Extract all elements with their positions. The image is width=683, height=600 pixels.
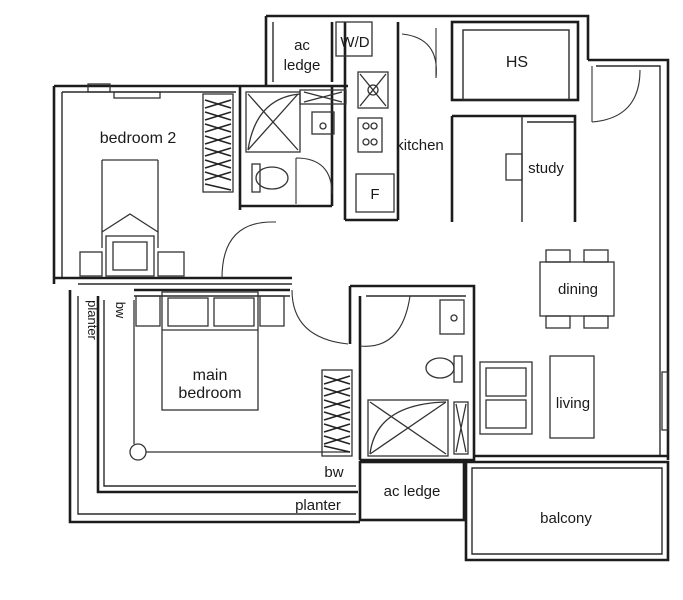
label-planter-side: planter [85, 300, 100, 340]
label-hs: HS [506, 54, 528, 71]
wardrobe-bedroom2 [202, 93, 234, 193]
label-balcony: balcony [540, 510, 592, 527]
label-wd: W/D [340, 34, 369, 51]
label-living: living [556, 395, 590, 412]
label-main-bedroom-1: main [193, 367, 228, 384]
label-ac-ledge-bottom: ac ledge [384, 483, 441, 500]
fixtures [79, 21, 669, 461]
label-bedroom-2: bedroom 2 [100, 130, 177, 147]
label-bw-side: bw [113, 302, 128, 319]
label-ac-ledge-top-1: ac [294, 37, 310, 54]
wardrobe-main-bedroom [321, 369, 353, 457]
label-fridge: F [370, 186, 379, 203]
label-ac-ledge-top-2: ledge [284, 57, 321, 74]
room-labels: ac ledge W/D HS bedroom 2 kitchen F stud… [85, 34, 598, 527]
label-dining: dining [558, 281, 598, 298]
label-kitchen: kitchen [396, 137, 444, 154]
label-main-bedroom-2: bedroom [178, 385, 241, 402]
label-study: study [528, 160, 564, 177]
label-planter-bottom: planter [295, 497, 341, 514]
label-bw-bottom: bw [324, 464, 343, 481]
